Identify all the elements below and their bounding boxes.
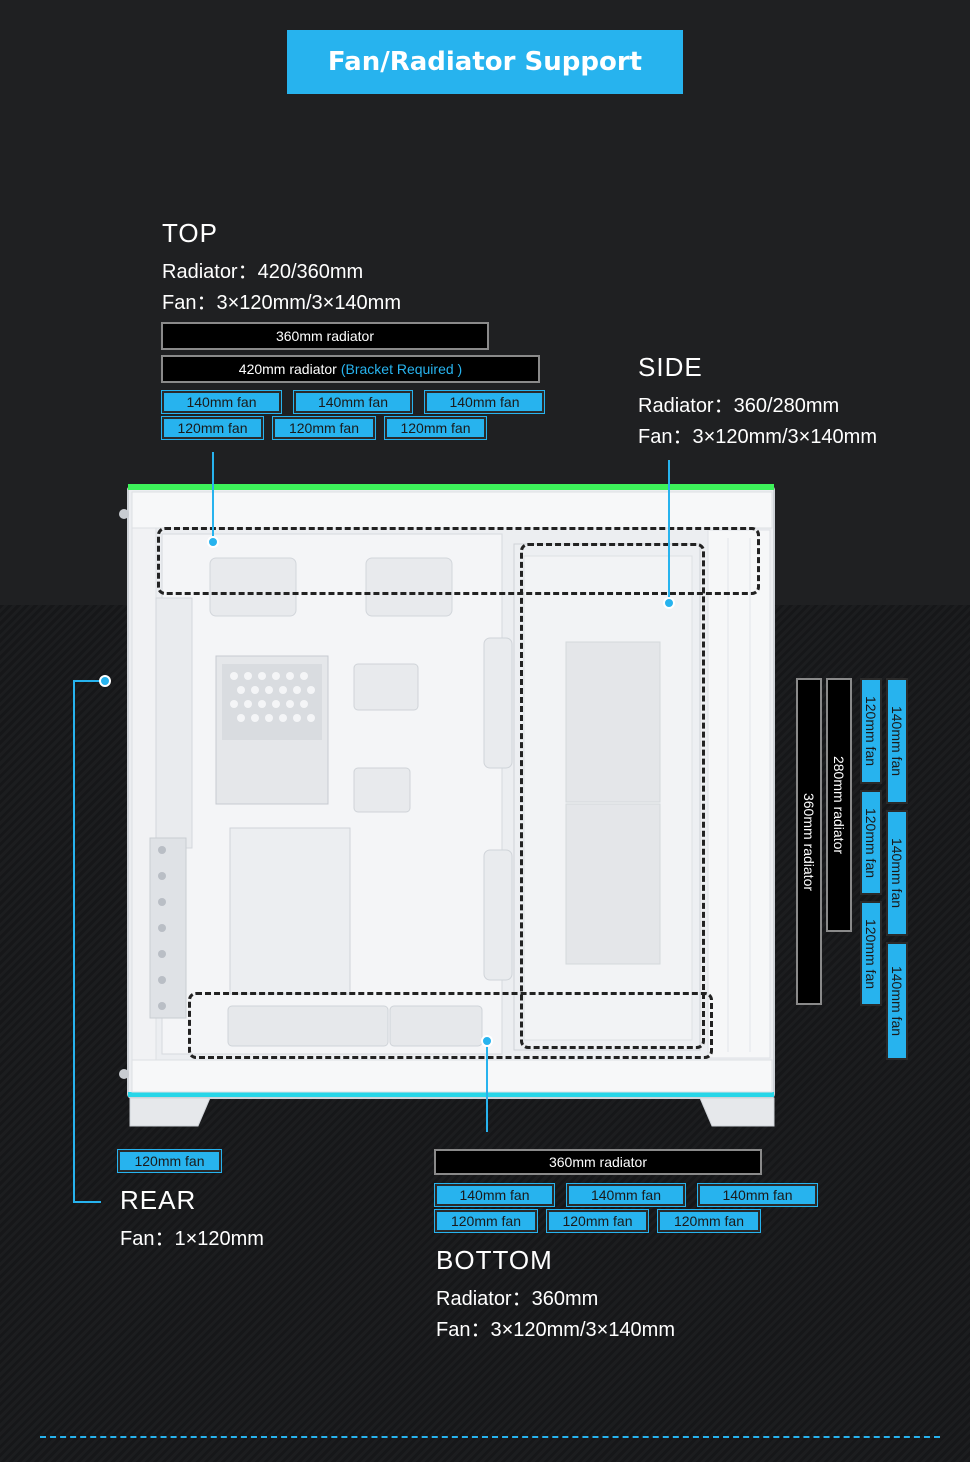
rear-callout-line-bottom bbox=[73, 1201, 101, 1203]
side-heading: SIDE bbox=[638, 352, 703, 382]
page-title: Fan/Radiator Support bbox=[327, 47, 643, 77]
bottom-fan-120-1: 120mm fan bbox=[434, 1209, 538, 1233]
rear-fan-spec: Fan：1×120mm bbox=[120, 1228, 264, 1250]
top-fan-120-1: 120mm fan bbox=[161, 416, 264, 440]
bottom-mount-zone bbox=[188, 992, 713, 1059]
top-360-radiator-tag: 360mm radiator bbox=[161, 322, 489, 350]
bottom-360-radiator-label: 360mm radiator bbox=[548, 1154, 648, 1170]
top-fan-140-2: 140mm fan bbox=[293, 390, 413, 414]
bottom-fan-140-1: 140mm fan bbox=[434, 1183, 555, 1207]
top-fan-120-2: 120mm fan bbox=[272, 416, 376, 440]
bottom-fan-140-3: 140mm fan bbox=[697, 1183, 818, 1207]
top-fan-140-3: 140mm fan bbox=[424, 390, 545, 414]
bottom-fan-120-3: 120mm fan bbox=[657, 1209, 761, 1233]
side-callout-dot bbox=[663, 597, 675, 609]
side-fan-120-2: 120mm fan bbox=[860, 790, 882, 895]
rear-callout-line-vertical bbox=[73, 680, 75, 1203]
bottom-fan-140-2: 140mm fan bbox=[566, 1183, 686, 1207]
top-fan-spec: Fan：3×120mm/3×140mm bbox=[162, 292, 402, 314]
side-fan-120-3: 120mm fan bbox=[860, 901, 882, 1006]
side-fan-140-1-label: 140mm fan bbox=[889, 705, 905, 777]
rear-heading: REAR bbox=[120, 1185, 197, 1215]
top-fan-120-3: 120mm fan bbox=[384, 416, 487, 440]
bottom-callout-line bbox=[486, 1046, 488, 1132]
top-callout-line bbox=[212, 452, 214, 536]
top-420-radiator-tag: 420mm radiator (Bracket Required ) bbox=[161, 355, 540, 383]
page-title-banner: Fan/Radiator Support bbox=[287, 30, 683, 94]
top-fan-140-1: 140mm fan bbox=[161, 390, 282, 414]
top-callout-dot bbox=[207, 536, 219, 548]
side-fan-140-2-label: 140mm fan bbox=[889, 837, 905, 909]
side-mount-zone bbox=[520, 543, 705, 1049]
side-fan-120-1-label: 120mm fan bbox=[863, 695, 879, 767]
side-fan-120-3-label: 120mm fan bbox=[863, 918, 879, 989]
side-280-radiator-tag: 280mm radiator bbox=[826, 678, 852, 932]
bottom-callout-dot bbox=[481, 1035, 493, 1047]
bottom-fan-120-2: 120mm fan bbox=[546, 1209, 649, 1233]
bottom-radiator-spec: Radiator：360mm bbox=[436, 1288, 599, 1310]
side-fan-120-2-label: 120mm fan bbox=[863, 807, 879, 878]
bottom-fan-spec: Fan：3×120mm/3×140mm bbox=[436, 1319, 676, 1341]
bottom-heading: BOTTOM bbox=[436, 1245, 553, 1275]
side-360-radiator-tag: 360mm radiator bbox=[796, 678, 822, 1005]
side-fan-140-3-label: 140mm fan bbox=[889, 965, 905, 1037]
pc-case-illustration bbox=[119, 484, 775, 1127]
side-fan-140-1: 140mm fan bbox=[886, 678, 908, 804]
bottom-360-radiator-tag: 360mm radiator bbox=[434, 1149, 762, 1175]
rear-fan-120: 120mm fan bbox=[117, 1149, 222, 1173]
rear-callout-line-top bbox=[73, 680, 103, 682]
side-callout-line bbox=[668, 460, 670, 598]
top-420-radiator-note: (Bracket Required ) bbox=[340, 361, 463, 377]
top-360-radiator-label: 360mm radiator bbox=[275, 328, 375, 344]
side-radiator-spec: Radiator：360/280mm bbox=[638, 395, 840, 417]
footer-divider bbox=[40, 1436, 940, 1438]
side-fan-140-2: 140mm fan bbox=[886, 810, 908, 936]
top-420-radiator-label: 420mm radiator bbox=[238, 361, 337, 377]
side-280-radiator-label: 280mm radiator bbox=[831, 755, 847, 855]
top-radiator-spec: Radiator：420/360mm bbox=[162, 261, 364, 283]
side-fan-120-1: 120mm fan bbox=[860, 678, 882, 784]
top-mount-zone bbox=[157, 527, 760, 595]
side-fan-140-3: 140mm fan bbox=[886, 942, 908, 1060]
side-fan-spec: Fan：3×120mm/3×140mm bbox=[638, 426, 878, 448]
rear-callout-dot bbox=[99, 675, 111, 687]
top-heading: TOP bbox=[162, 218, 218, 248]
side-360-radiator-label: 360mm radiator bbox=[801, 792, 817, 891]
